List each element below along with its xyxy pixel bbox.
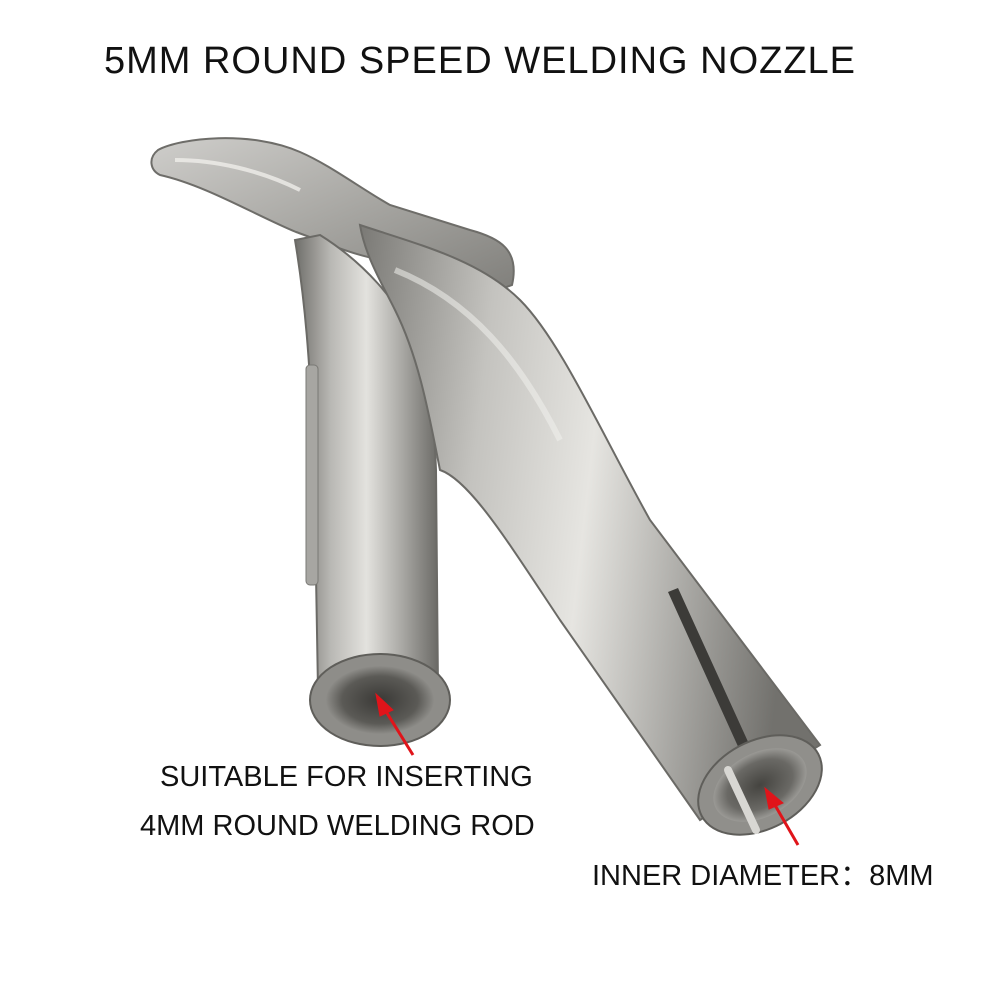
- rod-annotation-line-2: 4MM ROUND WELDING ROD: [140, 810, 535, 842]
- rod-arrow: [375, 692, 415, 756]
- product-title: 5MM ROUND SPEED WELDING NOZZLE: [103, 40, 857, 82]
- diameter-arrow: [764, 786, 800, 846]
- rod-annotation-line-1: SUITABLE FOR INSERTING: [160, 761, 533, 793]
- inner-diameter-annotation: INNER DIAMETER：8MM: [592, 860, 934, 892]
